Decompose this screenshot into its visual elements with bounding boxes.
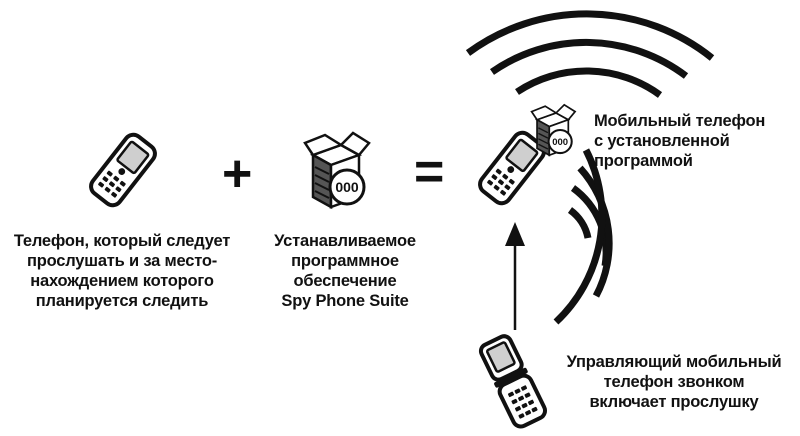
caption-line: включает прослушку — [589, 393, 759, 411]
caption-line: Телефон, который следует — [13, 232, 231, 250]
caption-line: прослушать и за место- — [26, 252, 218, 270]
caption-line: Мобильный телефон — [594, 112, 766, 130]
software-box-icon: 000 — [303, 131, 371, 209]
result-box-badge: 000 — [552, 137, 568, 148]
caption-line: Управляющий мобильный — [566, 353, 782, 371]
caption-line: программой — [594, 152, 693, 170]
target-phone-icon — [85, 129, 161, 211]
caption-line: обеспечение — [293, 272, 397, 290]
software-box-badge: 000 — [335, 179, 359, 195]
caption-line: нахождением которого — [30, 272, 214, 290]
target-phone-caption: Телефон, который следует прослушать и за… — [2, 231, 242, 311]
control-phone-caption: Управляющий мобильный телефон звонком вк… — [556, 352, 792, 412]
arrow-up-icon — [505, 222, 525, 330]
software-caption: Устанавливаемое программное обеспечение … — [250, 231, 440, 311]
control-phone-icon — [478, 334, 547, 429]
caption-line: планируется следить — [35, 292, 209, 310]
plus-sign: + — [222, 145, 253, 203]
caption-line: Устанавливаемое — [274, 232, 416, 250]
result-phone-icon: 000 — [474, 103, 577, 209]
result-phone-caption: Мобильный телефон с установленной програ… — [594, 111, 794, 171]
equals-sign: = — [414, 143, 445, 201]
caption-line: программное — [291, 252, 399, 270]
caption-line: Spy Phone Suite — [281, 292, 409, 310]
signal-waves-icon — [465, 10, 715, 325]
caption-line: с установленной — [594, 132, 730, 150]
caption-line: телефон звонком — [603, 373, 745, 391]
